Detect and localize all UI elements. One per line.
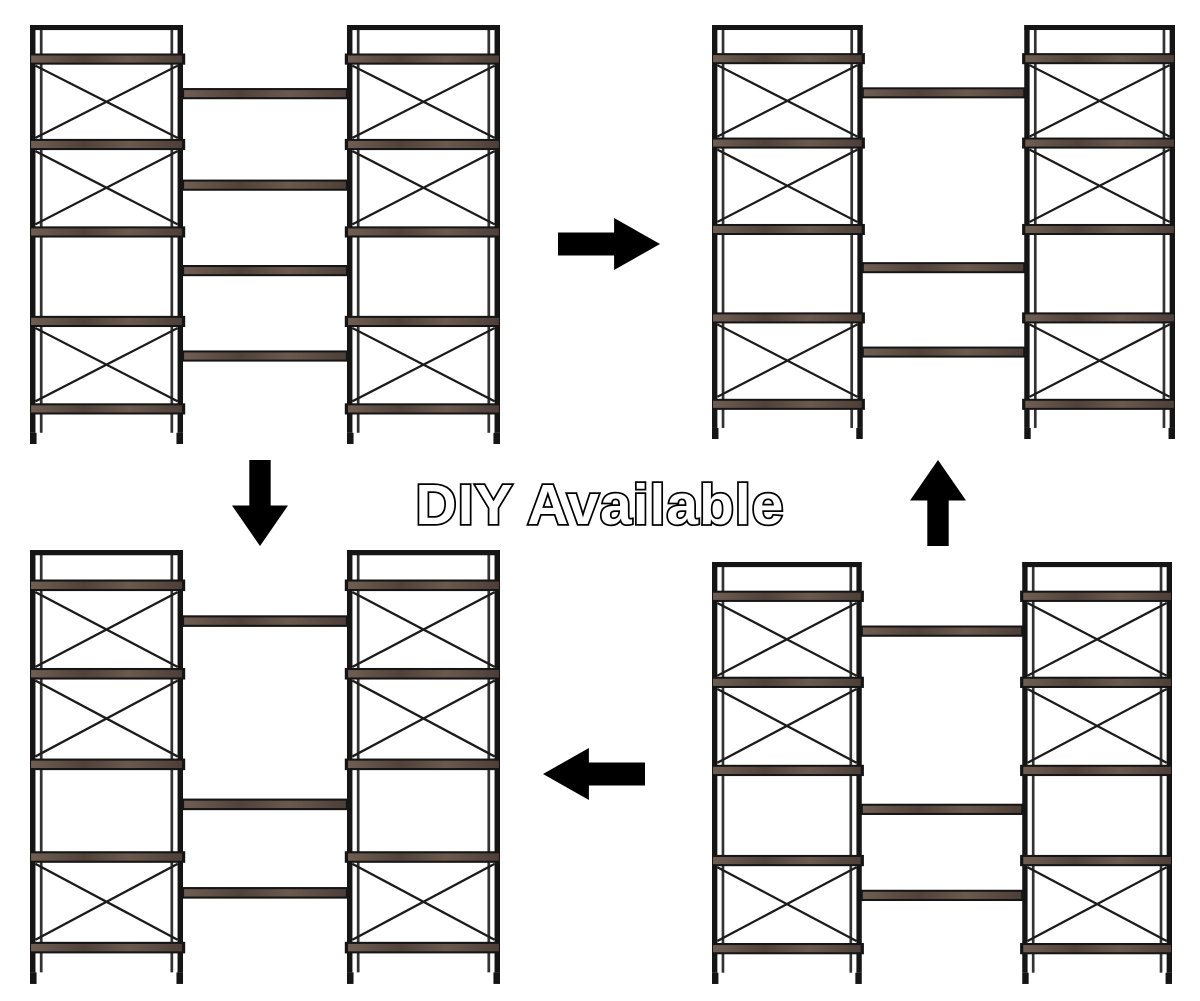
bookshelf-config-2 bbox=[712, 25, 1175, 440]
title-banner: DIY Available bbox=[414, 471, 785, 539]
left-arrow-icon bbox=[543, 748, 645, 800]
right-arrow-icon bbox=[558, 218, 660, 270]
diy-available-text: DIY Available bbox=[416, 473, 785, 537]
bookshelf-config-3 bbox=[30, 550, 500, 985]
bookshelf-config-1 bbox=[30, 25, 500, 445]
up-arrow-icon bbox=[910, 460, 966, 546]
bookshelf-config-4 bbox=[712, 562, 1172, 985]
down-arrow-icon bbox=[232, 460, 288, 546]
